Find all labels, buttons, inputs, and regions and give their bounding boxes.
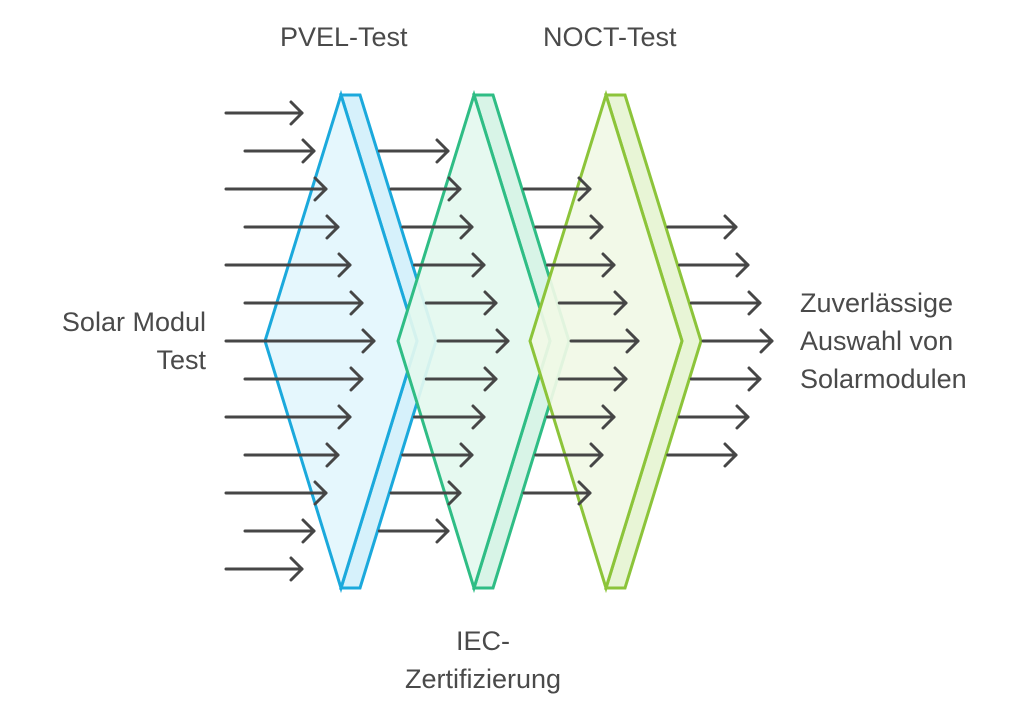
iec-output-arrow <box>546 252 616 278</box>
arrow-head <box>349 290 364 316</box>
pvel-output-arrow <box>377 138 450 164</box>
arrow-head <box>589 214 604 240</box>
input-arrow <box>224 100 304 126</box>
arrow-head <box>337 252 352 278</box>
arrow-head <box>301 138 316 164</box>
iec-label-line-1: IEC- <box>456 626 510 656</box>
pvel-output-arrow <box>413 404 486 430</box>
iec-output-arrow <box>557 290 628 316</box>
iec-label-line-2: Zertifizierung <box>404 664 562 694</box>
arrow-head <box>289 100 304 126</box>
pvel-output-arrow <box>401 214 474 240</box>
iec-output-arrow <box>557 366 628 392</box>
arrow-head <box>459 214 474 240</box>
noct-test-label: NOCT-Test <box>543 22 677 52</box>
iec-output-arrow <box>522 176 592 202</box>
arrow-head <box>735 404 750 430</box>
input-arrow <box>224 556 304 582</box>
final-output-arrow <box>666 214 738 240</box>
iec-output-arrow <box>546 404 616 430</box>
arrow-head <box>459 442 474 468</box>
arrow-head <box>313 176 328 202</box>
arrow-head <box>447 480 462 506</box>
arrow-head <box>613 366 628 392</box>
arrow-head <box>349 366 364 392</box>
arrow-head <box>325 442 340 468</box>
arrow-head <box>313 480 328 506</box>
arrow-head <box>577 480 592 506</box>
final-output-arrow <box>701 328 774 354</box>
arrow-head <box>471 252 486 278</box>
arrow-head <box>601 252 616 278</box>
final-output-arrow <box>678 252 750 278</box>
input-arrow <box>243 442 340 468</box>
pvel-output-arrow <box>424 366 498 392</box>
input-arrow <box>243 214 340 240</box>
arrow-head <box>325 214 340 240</box>
pvel-output-arrow <box>389 480 462 506</box>
final-output-arrow <box>689 290 762 316</box>
input-arrow <box>243 290 364 316</box>
arrow-head <box>471 404 486 430</box>
input-label-line-2: Test <box>156 345 206 375</box>
input-arrow <box>243 138 316 164</box>
pvel-output-arrow <box>389 176 462 202</box>
arrow-head <box>483 366 498 392</box>
arrow-head <box>747 366 762 392</box>
arrow-head <box>723 214 738 240</box>
iec-output-arrow <box>522 480 592 506</box>
arrow-head <box>723 442 738 468</box>
arrow-head <box>361 328 376 354</box>
input-arrow <box>224 328 376 354</box>
pvel-output-arrow <box>436 328 510 354</box>
arrow-head <box>759 328 774 354</box>
arrow-head <box>577 176 592 202</box>
arrow-head <box>435 138 450 164</box>
arrow-head <box>447 176 462 202</box>
input-arrow <box>243 366 364 392</box>
output-label: Zuverlässige Auswahl von Solarmodulen <box>800 284 967 398</box>
arrow-head <box>301 518 316 544</box>
input-label-line-1: Solar Modul <box>61 307 206 337</box>
arrow-head <box>601 404 616 430</box>
iec-output-arrow <box>534 214 604 240</box>
pvel-test-label: PVEL-Test <box>280 22 408 52</box>
input-arrow <box>224 480 328 506</box>
final-output-arrow <box>689 366 762 392</box>
input-arrow <box>224 176 328 202</box>
iec-output-arrow <box>534 442 604 468</box>
arrow-head <box>435 518 450 544</box>
arrow-head <box>289 556 304 582</box>
arrow-head <box>589 442 604 468</box>
pvel-output-arrow <box>401 442 474 468</box>
output-label-line-3: Solarmodulen <box>800 364 967 394</box>
arrow-head <box>613 290 628 316</box>
arrow-head <box>495 328 510 354</box>
pvel-output-arrow <box>377 518 450 544</box>
input-arrow <box>224 404 352 430</box>
arrow-head <box>747 290 762 316</box>
iec-certification-label: IEC- Zertifizierung <box>0 622 966 698</box>
input-arrow <box>224 252 352 278</box>
final-output-arrow <box>678 404 750 430</box>
final-output-arrow <box>666 442 738 468</box>
arrow-head <box>483 290 498 316</box>
iec-output-arrow <box>569 328 640 354</box>
input-label: Solar Modul Test <box>62 303 206 379</box>
pvel-output-arrow <box>413 252 486 278</box>
output-label-line-1: Zuverlässige <box>800 288 954 318</box>
arrow-head <box>735 252 750 278</box>
output-label-line-2: Auswahl von <box>800 326 954 356</box>
arrow-head <box>625 328 640 354</box>
input-arrow <box>243 518 316 544</box>
pvel-output-arrow <box>424 290 498 316</box>
arrow-head <box>337 404 352 430</box>
